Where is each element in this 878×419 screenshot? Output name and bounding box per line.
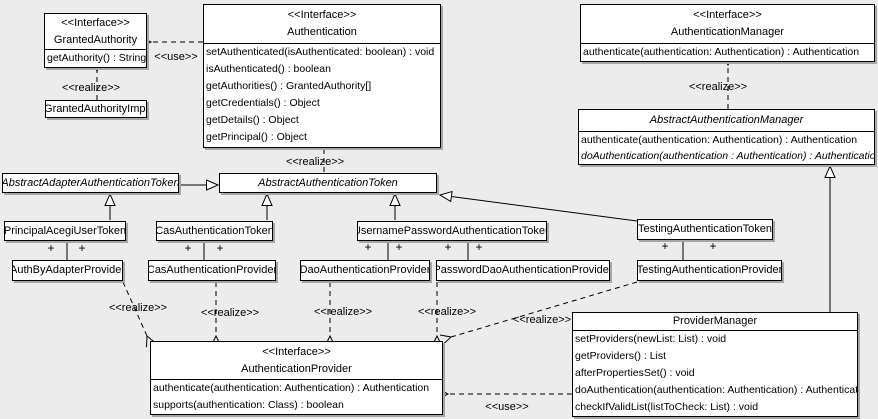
compartment-divider [204,43,440,44]
stereotype-label: <<Interface>> [693,9,762,21]
class-abstract-adapter-authentication-token[interactable]: AbstractAdapterAuthenticationToken [2,173,179,193]
class-cas-authentication-token[interactable]: CasAuthenticationToken [156,221,273,241]
class-abstract-authentication-token[interactable]: AbstractAuthenticationToken [219,173,437,193]
method-row: setProviders(newList: List) : void [575,333,727,345]
edge-label-realize: <<realize>> [61,82,121,94]
multiplicity-plus: + [444,240,452,254]
edge-label-realize: <<realize>> [313,306,373,318]
method-row: afterPropertiesSet() : void [575,367,695,379]
class-name: CasAuthenticationToken [156,224,273,237]
method-row: authenticate(authentication: Authenticat… [581,134,858,146]
class-password-dao-authentication-provider[interactable]: PasswordDaoAuthenticationProvider [436,260,610,281]
class-name: AuthByAdapterProvider [12,264,123,276]
class-header: <<Interface>> AuthenticationManager [581,5,874,43]
multiplicity-plus: + [395,240,403,254]
class-name: AuthenticationManager [670,26,785,38]
stereotype-label: <<Interface>> [262,345,331,358]
compartment-divider [579,131,874,132]
method-row: checkIfValidList(listToCheck: List) : vo… [575,401,759,413]
class-name: AbstractAuthenticationToken [258,176,398,189]
class-name: TestingAuthenticationToken [638,223,772,235]
method-row: getAuthority() : String [47,52,146,64]
class-abstract-authentication-manager[interactable]: AbstractAuthenticationManager authentica… [578,109,875,165]
class-name: TestingAuthenticationProvider [637,264,782,276]
edge-realize-authbyadapterprovider [122,281,156,348]
edge-label-realize: <<realize>> [688,81,748,93]
class-authentication[interactable]: <<Interface>> Authentication setAuthenti… [203,4,441,148]
class-header: AbstractAuthenticationManager [579,110,874,131]
method-row: doAuthentication(authentication: Authent… [575,384,857,396]
class-name: AbstractAuthenticationManager [649,114,804,126]
multiplicity-plus: + [216,241,224,255]
method-row: authenticate(authentication: Authenticat… [583,46,860,58]
method-row: getPrincipal() : Object [206,131,307,143]
edge-label-use: <<use>> [485,401,529,413]
class-cas-authentication-provider[interactable]: CasAuthenticationProvider [148,260,276,281]
multiplicity-plus: + [661,239,669,253]
multiplicity-plus: + [184,241,192,255]
class-testing-authentication-provider[interactable]: TestingAuthenticationProvider [637,260,782,281]
class-name: CasAuthenticationProvider [148,264,276,276]
class-username-password-authentication-token[interactable]: UsernamePasswordAuthenticationToken [357,221,547,241]
compartment-divider [151,379,442,380]
class-name: Authentication [287,26,357,38]
class-name: AbstractAdapterAuthenticationToken [2,176,179,189]
stereotype-label: <<Interface>> [287,9,357,21]
method-row: authenticate(authentication: Authenticat… [153,382,430,394]
stereotype-label: <<Interface>> [61,16,130,29]
method-row: getAuthorities() : GrantedAuthority[] [206,80,372,92]
method-row: supports(authentication: Class) : boolea… [153,399,344,411]
edge-label-realize: <<realize>> [200,307,260,319]
multiplicity-plus: + [364,240,372,254]
edge-label-use: <<use>> [154,51,198,63]
compartment-divider [581,43,874,44]
multiplicity-plus: + [475,240,483,254]
method-row: isAuthenticated() : boolean [206,63,331,75]
compartment-divider [573,330,857,331]
method-row: doAuthentication(authentication : Authen… [581,150,874,162]
class-name: GrantedAuthorityImpl [45,102,147,115]
method-row: setAuthenticated(isAuthenticated: boolea… [206,46,435,58]
class-auth-by-adapter-provider[interactable]: AuthByAdapterProvider [12,260,123,281]
edge-gen-testingauthenticationtoken [438,190,638,222]
class-principal-acegi-user-token[interactable]: PrincipalAcegiUserToken [4,221,126,241]
class-granted-authority-impl[interactable]: GrantedAuthorityImpl [45,100,147,118]
edge-label-realize: <<realize>> [512,314,572,326]
compartment-divider [45,49,146,50]
class-header: <<Interface>> GrantedAuthority [45,14,146,49]
class-name: UsernamePasswordAuthenticationToken [357,224,547,237]
class-header: <<Interface>> AuthenticationProvider [151,342,442,379]
class-name: GrantedAuthority [53,33,138,46]
edge-label-realize: <<realize>> [417,306,477,318]
class-testing-authentication-token[interactable]: TestingAuthenticationToken [637,219,773,240]
edge-label-realize: <<realize>> [108,302,168,314]
edge-label-realize: <<realize>> [285,156,345,168]
class-name: ProviderManager [672,315,758,327]
class-granted-authority[interactable]: <<Interface>> GrantedAuthority getAuthor… [44,13,147,68]
multiplicity-plus: + [709,239,717,253]
class-name: PrincipalAcegiUserToken [4,224,126,237]
class-header: ProviderManager [573,313,857,330]
multiplicity-plus: + [47,241,55,255]
class-provider-manager[interactable]: ProviderManager setProviders(newList: Li… [572,312,858,417]
class-header: <<Interface>> Authentication [204,5,440,43]
method-row: getProviders() : List [575,350,667,362]
method-row: getDetails() : Object [206,114,299,126]
class-name: AuthenticationProvider [241,362,352,375]
class-name: PasswordDaoAuthenticationProvider [436,264,610,276]
method-row: getCredentials() : Object [206,97,320,109]
multiplicity-plus: + [78,241,86,255]
class-name: DaoAuthenticationProvider [300,264,430,276]
class-authentication-provider[interactable]: <<Interface>> AuthenticationProvider aut… [150,341,443,415]
class-dao-authentication-provider[interactable]: DaoAuthenticationProvider [300,260,430,281]
class-authentication-manager[interactable]: <<Interface>> AuthenticationManager auth… [580,4,875,62]
